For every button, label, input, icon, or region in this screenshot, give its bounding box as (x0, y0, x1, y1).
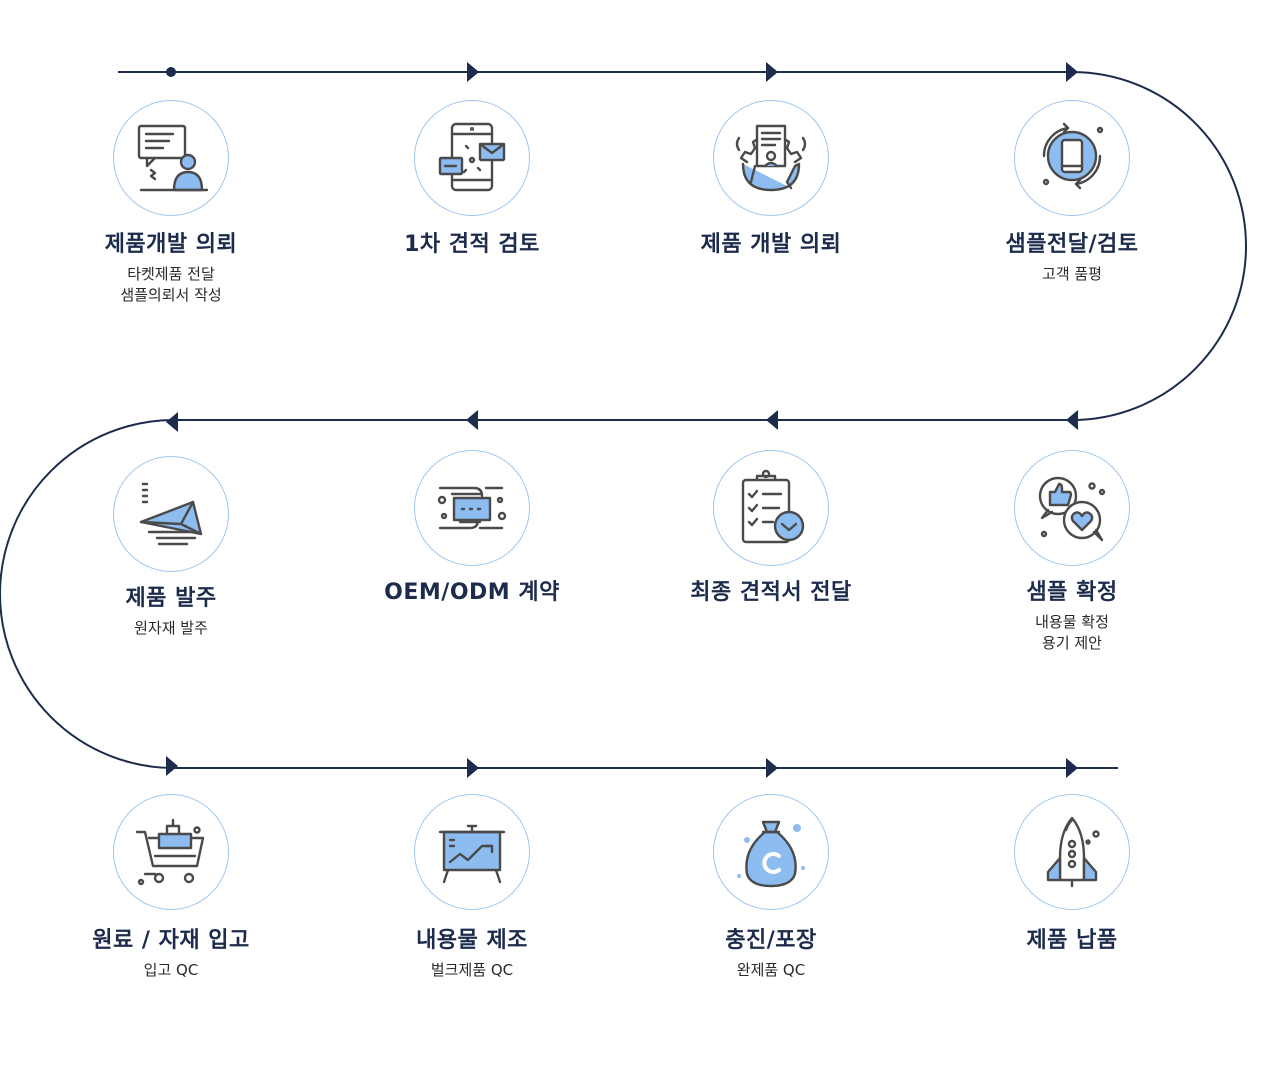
step-8: 제품 발주 원자재 발주 (56, 584, 286, 639)
flow-arrow (1066, 758, 1078, 778)
step-title: 최종 견적서 전달 (690, 580, 852, 605)
step-sub-line: 타켓제품 전달 (127, 265, 215, 283)
like-heart-chat-icon (1014, 450, 1130, 566)
rocket-icon (1014, 794, 1130, 910)
money-bag-icon (713, 794, 829, 910)
step-10: 내용물 제조 벌크제품 QC (357, 926, 587, 981)
step-subtitle: 내용물 확정 용기 제안 (957, 612, 1187, 654)
step-3: 제품 개발 의뢰 (656, 230, 886, 260)
step-9: 원료 / 자재 입고 입고 QC (56, 926, 286, 981)
flow-arrow (766, 758, 778, 778)
handshake-contract-icon (414, 450, 530, 566)
step-sub-line: 용기 제안 (1042, 634, 1102, 652)
step-sub-line: 내용물 확정 (1035, 613, 1109, 631)
flow-arrow (166, 412, 178, 432)
step-sub-line: 고객 품평 (1042, 265, 1102, 283)
tablet-message-icon (414, 100, 530, 216)
step-sub-line: 입고 QC (143, 961, 199, 979)
step-subtitle: 원자재 발주 (56, 618, 286, 639)
step-title: 샘플 확정 (1026, 580, 1118, 605)
flow-arrow (466, 410, 478, 430)
step-title: 샘플전달/검토 (1005, 232, 1139, 257)
clipboard-checklist-icon (713, 450, 829, 566)
step-title: 제품 발주 (125, 586, 217, 611)
flow-arrow (467, 62, 479, 82)
step-title: 1차 견적 검토 (404, 232, 540, 257)
step-2: 1차 견적 검토 (357, 230, 587, 260)
flow-path (0, 71, 1247, 769)
document-gear-icon (713, 100, 829, 216)
step-5: 샘플 확정 내용물 확정 용기 제안 (957, 578, 1187, 654)
step-4: 샘플전달/검토 고객 품평 (957, 230, 1187, 285)
step-title: OEM/ODM 계약 (384, 580, 560, 605)
step-title: 제품 개발 의뢰 (700, 232, 842, 257)
shopping-cart-icon (113, 794, 229, 910)
step-subtitle: 벌크제품 QC (357, 960, 587, 981)
step-title: 제품 납품 (1026, 928, 1118, 953)
flow-arrow (766, 410, 778, 430)
flow-arrow (1066, 62, 1078, 82)
flow-arrow (467, 758, 479, 778)
step-11: 충진/포장 완제품 QC (656, 926, 886, 981)
step-title: 충진/포장 (725, 928, 817, 953)
step-sub-line: 벌크제품 QC (430, 961, 514, 979)
step-12: 제품 납품 (957, 926, 1187, 956)
phone-refresh-icon (1014, 100, 1130, 216)
step-1: 제품개발 의뢰 타켓제품 전달 샘플의뢰서 작성 (56, 230, 286, 306)
flow-arrow (1066, 410, 1078, 430)
step-6: 최종 견적서 전달 (656, 578, 886, 608)
paper-plane-icon (113, 456, 229, 572)
step-title: 내용물 제조 (416, 928, 528, 953)
consultation-icon (113, 100, 229, 216)
step-sub-line: 완제품 QC (736, 961, 806, 979)
step-title: 제품개발 의뢰 (104, 232, 238, 257)
flow-start-dot (166, 67, 176, 77)
chart-board-icon (414, 794, 530, 910)
flow-arrow (166, 756, 178, 776)
step-subtitle: 입고 QC (56, 960, 286, 981)
step-title: 원료 / 자재 입고 (92, 928, 250, 953)
flow-arrow (766, 62, 778, 82)
step-sub-line: 원자재 발주 (134, 619, 208, 637)
step-sub-line: 샘플의뢰서 작성 (120, 286, 222, 304)
step-7: OEM/ODM 계약 (357, 578, 587, 608)
step-subtitle: 고객 품평 (957, 264, 1187, 285)
step-subtitle: 완제품 QC (656, 960, 886, 981)
step-subtitle: 타켓제품 전달 샘플의뢰서 작성 (56, 264, 286, 306)
